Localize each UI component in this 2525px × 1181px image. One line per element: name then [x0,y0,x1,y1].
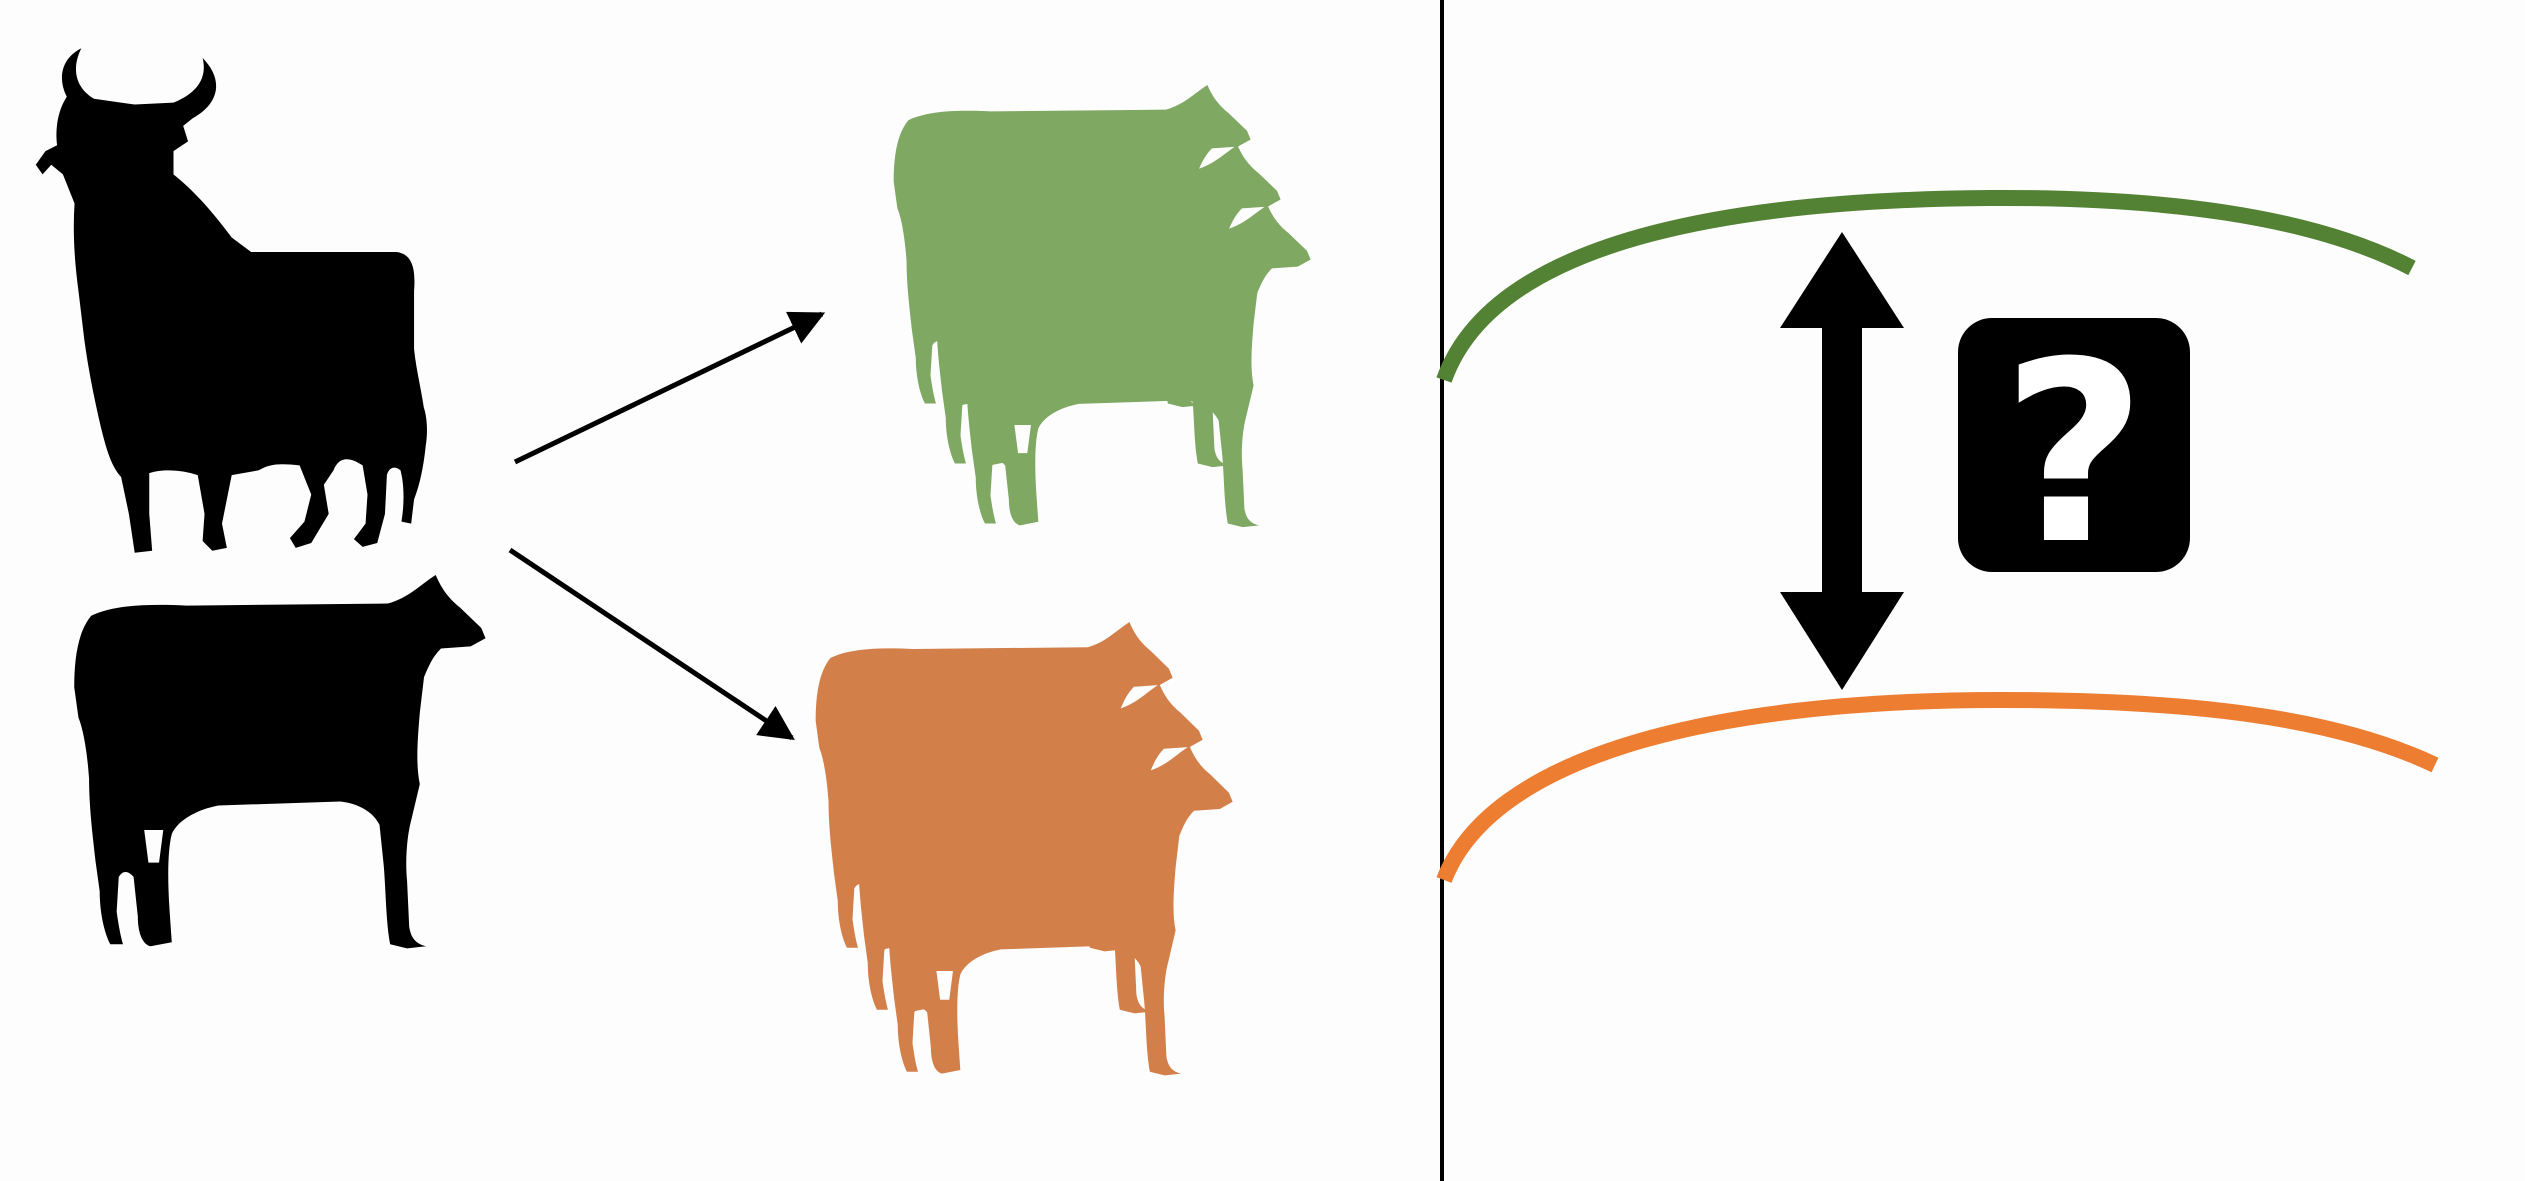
orange-offspring-group [816,622,1233,1075]
arrow-to-green-offspring [515,314,822,462]
green-offspring-cow-3 [954,205,1311,527]
green-curve [1444,198,2412,380]
cow-silhouette-icon [74,575,485,948]
green-offspring-group [894,85,1311,527]
orange-curve [1444,700,2435,880]
question-mark-symbol: ? [2001,308,2146,599]
bull-silhouette-icon [36,48,427,552]
arrow-to-orange-offspring [510,550,792,738]
orange-offspring-cow-3 [876,746,1233,1075]
question-mark-icon: ? [1958,308,2190,599]
double-headed-arrow-icon [1780,232,1904,690]
